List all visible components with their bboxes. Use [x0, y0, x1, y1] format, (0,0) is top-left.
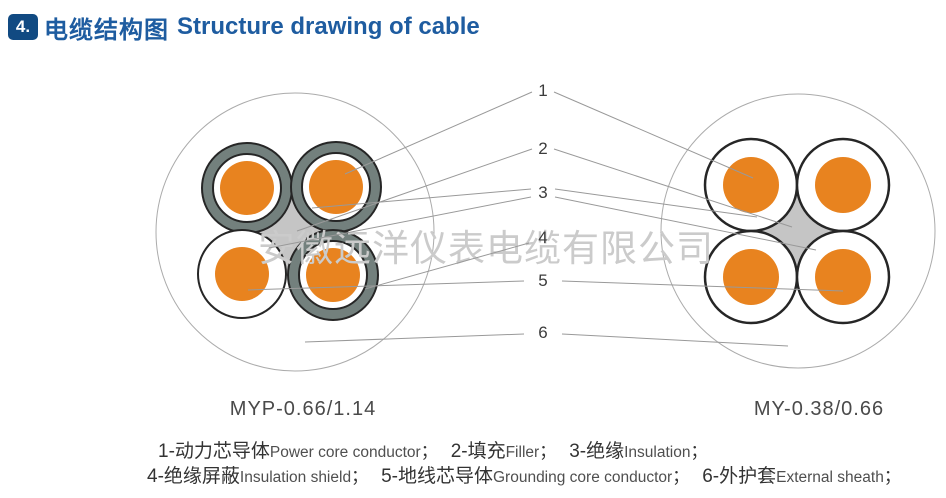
legend-separator: ； [883, 467, 901, 486]
page-title-chinese: 电缆结构图 [44, 16, 169, 44]
legend-item-zh: 4-绝缘屏蔽 [147, 466, 240, 487]
legend-separator: ； [351, 467, 369, 486]
legend-item-zh: 1-动力芯导体 [158, 441, 270, 462]
power-conductor [287, 229, 379, 321]
leader-line-2-right [553, 148, 793, 228]
legend-item-zh: 3-绝缘 [569, 441, 625, 462]
power-conductor [703, 137, 799, 233]
legend-line-2: 4-绝缘屏蔽Insulation shield；5-地线芯导体Grounding… [147, 464, 907, 489]
legend-item-zh: 6-外护套 [702, 466, 777, 487]
power-conductor [290, 141, 382, 233]
grounding-core [815, 249, 871, 305]
power-core [723, 157, 779, 213]
cable-model-label-my: MY-0.38/0.66 [753, 398, 885, 420]
leader-line-5-left [247, 280, 525, 291]
legend-item-en: Grounding core conductor [492, 469, 673, 486]
power-core [309, 160, 363, 214]
callout-5: 5 [538, 271, 547, 290]
leader-line-1-left [344, 91, 533, 175]
watermark-text: 安徽远洋仪表电缆有限公司 [258, 228, 714, 269]
legend-item-en: Insulation [624, 444, 691, 461]
legend-separator: ； [672, 467, 690, 486]
legend-separator: ； [420, 442, 438, 461]
leader-line-4-left [364, 242, 530, 290]
leader-line-5-right [561, 280, 844, 292]
power-conductor [795, 137, 891, 233]
power-conductor [201, 142, 293, 234]
page-title-english: Structure drawing of cable [177, 13, 480, 40]
legend-item-zh: 2-填充 [450, 441, 506, 462]
section-number-badge: 4. [8, 14, 38, 40]
callout-1: 1 [538, 81, 547, 100]
leader-line-3-right-b [554, 196, 817, 251]
callout-3: 3 [538, 183, 547, 202]
legend-line-1: 1-动力芯导体Power core conductor；2-填充Filler；3… [147, 439, 907, 464]
legend-separator: ； [539, 442, 557, 461]
power-core [306, 248, 360, 302]
callout-4: 4 [538, 228, 547, 247]
legend: 1-动力芯导体Power core conductor；2-填充Filler；3… [147, 439, 907, 489]
leader-line-3-left-b [268, 196, 532, 249]
power-core [220, 161, 274, 215]
leader-line-3-left-a [311, 188, 532, 209]
leader-line-1-right [553, 91, 754, 179]
callout-6: 6 [538, 323, 547, 342]
power-core [815, 157, 871, 213]
leader-line-6-left [304, 333, 525, 343]
grounding-core [215, 247, 269, 301]
power-conductor [703, 229, 799, 325]
grounding-conductor [197, 229, 287, 319]
legend-separator: ； [690, 442, 708, 461]
cable-model-label-myp: MYP-0.66/1.14 [229, 398, 377, 420]
power-core [723, 249, 779, 305]
cable-cross-section-my [660, 93, 936, 369]
leader-line-2-left [296, 148, 533, 232]
grounding-conductor [795, 229, 891, 325]
callout-2: 2 [538, 139, 547, 158]
leader-line-6-right [561, 333, 789, 347]
legend-item-en: Power core conductor [269, 444, 421, 461]
page-title: 4. 电缆结构图 Structure drawing of cable [8, 11, 480, 44]
legend-item-en: External sheath [776, 469, 884, 486]
legend-item-en: Insulation shield [239, 469, 352, 486]
cable-cross-section-myp [155, 92, 435, 372]
legend-item-en: Filler [505, 444, 540, 461]
leader-line-3-right-a [554, 188, 758, 218]
legend-item-zh: 5-地线芯导体 [381, 466, 493, 487]
